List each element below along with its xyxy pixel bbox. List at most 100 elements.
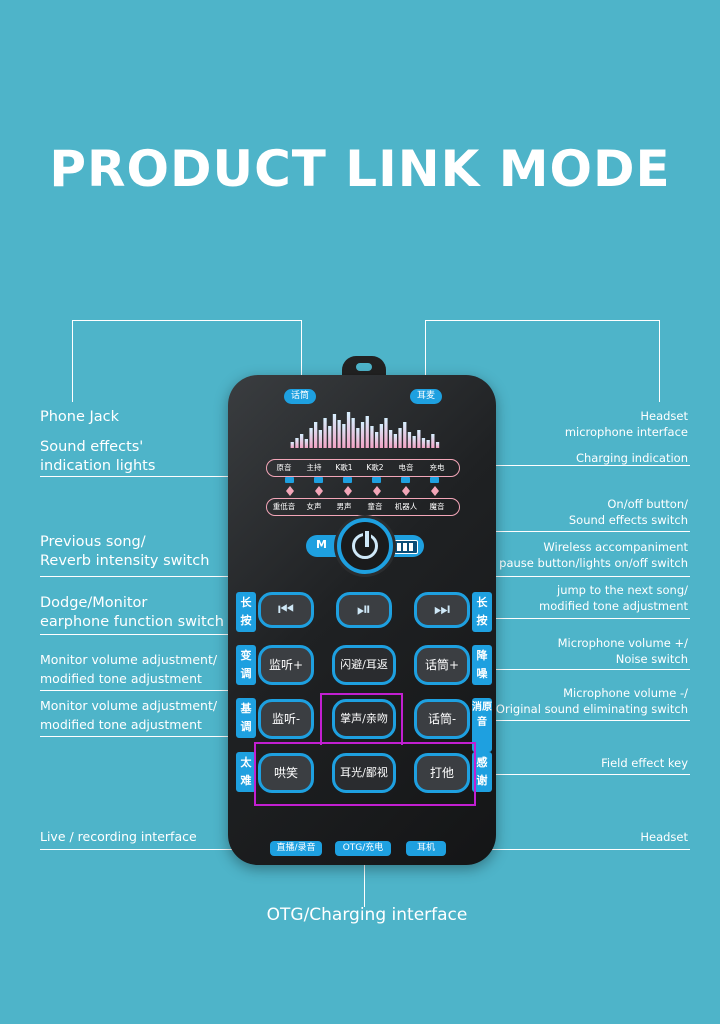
power-button[interactable] [337, 518, 393, 574]
label-monitor-minus: Monitor volume adjustment/ modified tone… [40, 698, 218, 732]
led-label: 童音 [367, 502, 383, 511]
port-headset: 耳麦 [410, 389, 442, 404]
equalizer-bar [407, 432, 412, 448]
monitor-plus-button[interactable]: 监听+ [258, 645, 314, 685]
equalizer-bar [370, 426, 374, 448]
side-tab-long-press-left: 长按 [236, 592, 256, 632]
equalizer-bar [332, 414, 337, 448]
equalizer-bar [360, 422, 365, 448]
mic-minus-button[interactable]: 话筒- [414, 699, 470, 739]
equalizer-bar [365, 416, 369, 448]
equalizer-bar [412, 436, 416, 448]
led-arrow-down-icon [431, 491, 439, 496]
equalizer-bar [328, 426, 332, 448]
led-label: K歌2 [366, 463, 384, 472]
leader-line [490, 618, 690, 619]
equalizer-bar [314, 422, 318, 448]
slap-contempt-button[interactable]: 耳光/鄙视 [332, 753, 396, 793]
equalizer-bar [435, 442, 440, 448]
label-mic-minus: Microphone volume -/ Original sound elim… [495, 686, 688, 716]
equalizer-bar [393, 434, 397, 448]
equalizer-bar [295, 438, 299, 448]
led-light [285, 477, 294, 483]
leader-line [40, 849, 270, 850]
laugh-button[interactable]: 哄笑 [258, 753, 314, 793]
side-tab-vocal-remove: 消原音 [472, 698, 492, 752]
led-arrow-up-icon [315, 486, 323, 491]
led-arrow-down-icon [344, 491, 352, 496]
monitor-minus-button[interactable]: 监听- [258, 699, 314, 739]
leader-line [369, 576, 690, 577]
side-tab-too-hard: 太难 [236, 752, 256, 792]
equalizer-bar [346, 412, 351, 448]
side-tab-base-tone: 基调 [236, 698, 256, 738]
equalizer-graphic [290, 412, 440, 448]
side-tab-noise-reduction: 降噪 [472, 645, 492, 685]
led-label: 男声 [336, 502, 352, 511]
leader-line [425, 320, 659, 321]
equalizer-bar [375, 432, 379, 448]
leader-line [40, 634, 365, 635]
led-light [372, 477, 381, 483]
label-charging: Charging indication [575, 451, 688, 465]
leader-line [457, 465, 690, 466]
leader-line [72, 320, 302, 321]
next-song-button[interactable]: ⏭ [414, 592, 470, 628]
label-wireless: Wireless accompaniment pause button/ligh… [499, 540, 688, 570]
label-onoff: On/off button/ Sound effects switch [568, 497, 688, 527]
label-live-recording: Live / recording interface [40, 829, 197, 844]
leader-line [301, 320, 302, 376]
equalizer-bar [426, 440, 430, 448]
port-mic: 话筒 [284, 389, 316, 404]
equalizer-bar [389, 430, 393, 448]
equalizer-bar [342, 424, 346, 448]
equalizer-bar [304, 439, 308, 448]
page-title: PRODUCT LINK MODE [49, 140, 671, 198]
leader-line [364, 857, 365, 907]
label-headset-mic: Headset microphone interface [564, 409, 688, 439]
leader-line [490, 720, 690, 721]
side-tab-pitch: 变调 [236, 645, 256, 685]
led-arrow-down-icon [315, 491, 323, 496]
play-pause-button[interactable]: ⏯ [336, 592, 392, 628]
equalizer-bar [309, 428, 313, 448]
led-label: 机器人 [394, 502, 418, 511]
led-label: 主持 [306, 463, 322, 472]
led-light [314, 477, 323, 483]
led-light [343, 477, 352, 483]
leader-line [447, 849, 690, 850]
port-otg-charging: OTG/充电 [335, 841, 391, 856]
equalizer-bar [403, 422, 407, 448]
side-tab-long-press-right: 长按 [472, 592, 492, 632]
label-mic-plus: Microphone volume +/ Noise switch [557, 636, 688, 666]
leader-line [425, 320, 426, 376]
mic-plus-button[interactable]: 话筒+ [414, 645, 470, 685]
port-live-recording: 直播/录音 [270, 841, 322, 856]
led-arrow-up-icon [402, 486, 410, 491]
leader-line [40, 736, 290, 737]
label-otg-charging: OTG/Charging interface [266, 905, 468, 925]
label-phone-jack: Phone Jack [40, 409, 120, 425]
led-arrow-down-icon [286, 491, 294, 496]
label-next-song: jump to the next song/ modified tone adj… [539, 583, 688, 613]
leader-line [490, 774, 690, 775]
equalizer-bar [398, 428, 402, 448]
equalizer-bar [356, 428, 360, 448]
previous-song-button[interactable]: ⏮ [258, 592, 314, 628]
hit-button[interactable]: 打他 [414, 753, 470, 793]
label-field-effect: Field effect key [601, 756, 688, 770]
leader-line [40, 576, 288, 577]
led-label: 电音 [398, 463, 414, 472]
equalizer-bar [351, 418, 355, 448]
led-arrow-up-icon [286, 486, 294, 491]
led-arrow-up-icon [344, 486, 352, 491]
led-label: 魔音 [429, 502, 445, 511]
battery-icon [394, 540, 418, 554]
port-earphone: 耳机 [406, 841, 446, 856]
label-previous-song: Previous song/ Reverb intensity switch [40, 534, 210, 569]
leader-line [72, 320, 73, 402]
applause-kiss-button[interactable]: 掌声/亲吻 [332, 699, 396, 739]
dodge-monitor-button[interactable]: 闪避/耳返 [332, 645, 396, 685]
equalizer-bar [290, 442, 294, 448]
led-arrow-down-icon [373, 491, 381, 496]
